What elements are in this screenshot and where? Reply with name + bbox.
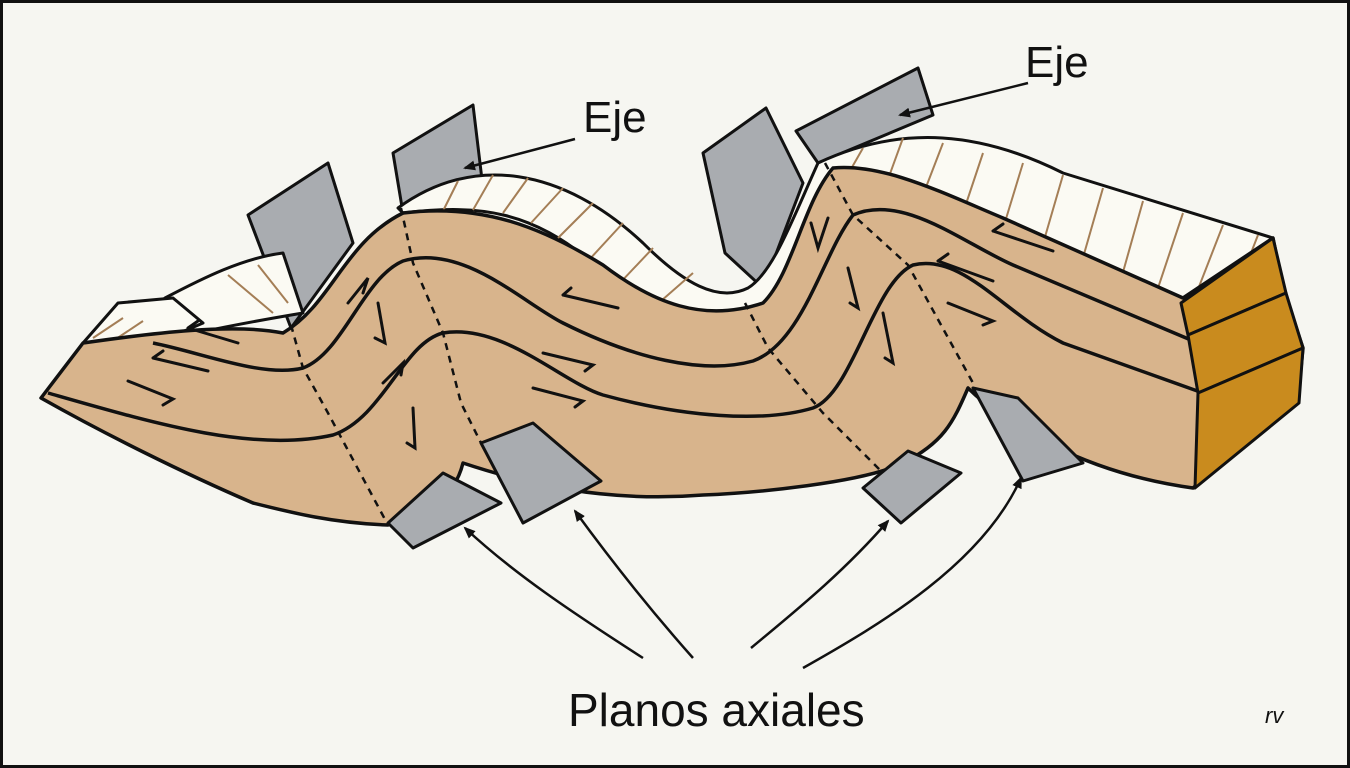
shear-arrow-8 <box>561 286 620 310</box>
shear-arrow-7 <box>405 406 417 451</box>
axial-plane-4-upper <box>794 66 935 165</box>
shear-arrow-5 <box>373 301 387 346</box>
layer-boundary-lower <box>47 261 1204 443</box>
axial-plane-4-lower <box>971 386 1085 483</box>
axial-plane-pointer-2 <box>573 509 694 659</box>
axial-plane-pointer-3 <box>750 519 890 649</box>
axial-plane-3-lower <box>861 449 963 525</box>
shear-arrow-14 <box>991 222 1055 253</box>
axis-pointer-right <box>898 81 1029 118</box>
axis-label-left: Eje <box>583 93 647 142</box>
axial-planes-front <box>386 386 1085 550</box>
axial-planes-label: Planos axiales <box>568 684 865 736</box>
axial-plane-1-lower <box>386 471 503 550</box>
axis-pointer-left <box>463 137 576 171</box>
axial-traces <box>289 162 975 526</box>
axial-plane-pointers <box>463 476 1023 670</box>
shear-arrows <box>126 216 1055 451</box>
shear-arrow-1 <box>151 349 210 373</box>
shear-arrow-12 <box>846 266 861 312</box>
shear-arrow-3 <box>186 319 240 345</box>
fold-diagram <box>39 66 1305 670</box>
shear-arrow-6 <box>381 358 406 385</box>
shear-arrow-9 <box>541 351 597 373</box>
axis-pointers <box>463 81 1029 171</box>
axial-plane-3-upper <box>701 106 805 290</box>
shear-arrow-11 <box>809 216 830 254</box>
axial-plane-pointer-4 <box>802 476 1023 670</box>
shear-arrow-10 <box>531 386 587 409</box>
shear-arrow-16 <box>946 301 998 327</box>
block-end-faces <box>1179 236 1305 490</box>
shear-arrow-13 <box>881 311 896 367</box>
shear-arrow-4 <box>346 277 370 305</box>
axis-label-right: Eje <box>1025 38 1089 87</box>
axial-plane-pointer-1 <box>463 526 644 660</box>
shear-arrow-2 <box>126 379 177 407</box>
shear-arrow-15 <box>936 252 995 283</box>
axial-plane-2-lower <box>479 421 603 525</box>
author-credit: rv <box>1265 703 1284 728</box>
